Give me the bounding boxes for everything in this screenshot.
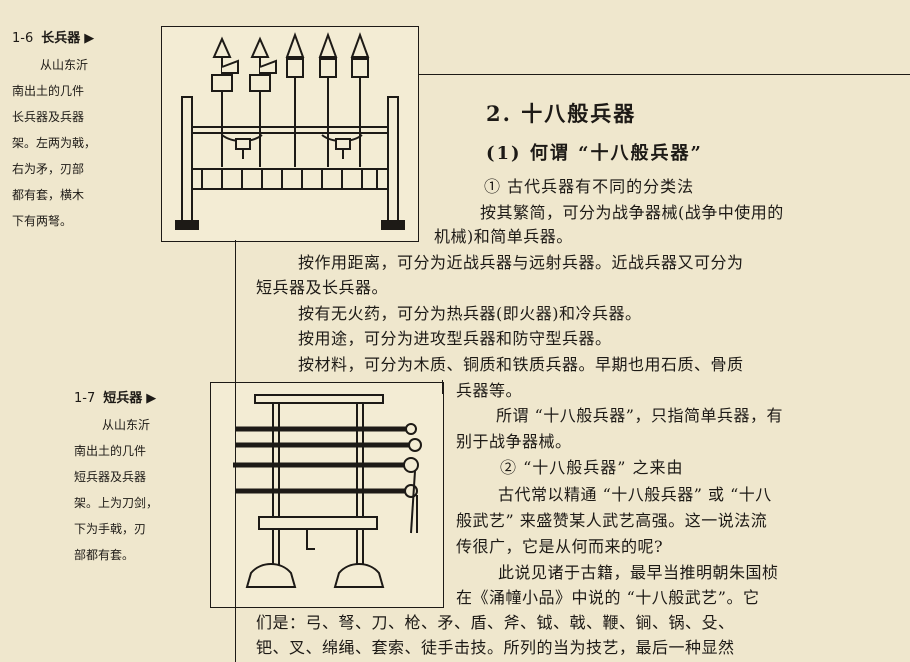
caption-line: 短兵器及兵器 xyxy=(74,470,147,484)
paragraph-line: 机械)和简单兵器。 xyxy=(434,227,573,246)
figure-1-7-number: 1-7 xyxy=(74,391,96,406)
paragraph-line: 所谓 “十八般兵器”，只指简单兵器，有 xyxy=(496,406,783,425)
caption-line: 从山东沂 xyxy=(102,418,151,432)
section-title: 2. 十八般兵器 xyxy=(486,101,637,126)
caption-line: 右为矛，刃部 xyxy=(12,162,85,176)
header-rule xyxy=(418,74,910,75)
figure-1-6-heading: 1-6 长兵器▶ xyxy=(12,26,142,52)
margin-rule xyxy=(235,240,236,662)
arrow-right-icon: ▶ xyxy=(84,31,95,46)
paragraph-line: 按材料，可分为木质、铜质和铁质兵器。早期也用石质、骨质 xyxy=(298,355,744,374)
sub-item-heading: ① 古代兵器有不同的分类法 xyxy=(484,177,695,196)
caption-line: 都有套，横木 xyxy=(12,188,85,202)
caption-line: 架。左两为戟， xyxy=(12,136,97,150)
caption-line: 下为手戟，刃 xyxy=(74,522,147,536)
paragraph-line: 按其繁简，可分为战争器械(战争中使用的 xyxy=(480,203,784,222)
paragraph-line: 兵器等。 xyxy=(456,381,523,400)
figure-1-6-title: 长兵器 xyxy=(41,31,81,46)
subsection-title: (1) 何谓 “十八般兵器” xyxy=(486,143,703,164)
paragraph-line: 们是：弓、弩、刀、枪、矛、盾、斧、钺、戟、鞭、锏、锅、殳、 xyxy=(256,613,735,632)
caption-line: 部都有套。 xyxy=(74,548,135,562)
figure-1-7-heading: 1-7 短兵器▶ xyxy=(74,386,190,412)
paragraph-line: 在《涌幢小品》中说的 “十八般武艺”。它 xyxy=(456,588,760,607)
long-weapons-rack-drawing xyxy=(175,32,405,230)
paragraph-line: 按有无火药，可分为热兵器(即火器)和冷兵器。 xyxy=(298,304,642,323)
short-weapons-rack-drawing xyxy=(233,394,422,588)
figure-1-6-number: 1-6 xyxy=(12,31,34,46)
paragraph-line: 别于战争器械。 xyxy=(456,432,572,451)
paragraph-line: 般武艺” 来盛赞某人武艺高强。这一说法流 xyxy=(456,511,768,530)
paragraph-line: 按作用距离，可分为近战兵器与远射兵器。近战兵器又可分为 xyxy=(298,253,744,272)
sub-item-heading: ② “十八般兵器” 之来由 xyxy=(500,458,684,477)
paragraph-line: 钯、叉、绵绳、套索、徒手击技。所列的当为技艺，最后一种显然 xyxy=(256,638,735,657)
figure-1-7-title: 短兵器 xyxy=(103,391,143,406)
figure-1-6-caption: 1-6 长兵器▶ 从山东沂 南出土的几件 长兵器及兵器 架。左两为戟， 右为矛，刃… xyxy=(12,26,142,234)
figure-1-7-caption: 1-7 短兵器▶ 从山东沂 南出土的几件 短兵器及兵器 架。上为刀剑， 下为手戟，… xyxy=(74,386,190,568)
caption-line: 长兵器及兵器 xyxy=(12,110,85,124)
caption-line: 南出土的几件 xyxy=(12,84,85,98)
paragraph-line: 传很广，它是从何而来的呢? xyxy=(456,537,664,556)
figure-1-6-description: 从山东沂 南出土的几件 长兵器及兵器 架。左两为戟， 右为矛，刃部 都有套，横木… xyxy=(12,52,142,234)
margin-rule-short xyxy=(442,380,443,394)
paragraph-line: 短兵器及长兵器。 xyxy=(256,278,389,297)
caption-line: 下有两弩。 xyxy=(12,214,73,228)
long-weapons-rack-illustration xyxy=(161,26,419,242)
caption-line: 南出土的几件 xyxy=(74,444,147,458)
caption-line: 从山东沂 xyxy=(40,58,89,72)
short-weapons-rack-illustration xyxy=(210,382,444,608)
paragraph-line: 此说见诸于古籍，最早当推明朝朱国桢 xyxy=(498,563,779,582)
caption-line: 架。上为刀剑， xyxy=(74,496,159,510)
arrow-right-icon: ▶ xyxy=(146,391,157,406)
paragraph-line: 古代常以精通 “十八般兵器” 或 “十八 xyxy=(498,485,772,504)
figure-1-7-description: 从山东沂 南出土的几件 短兵器及兵器 架。上为刀剑， 下为手戟，刃 部都有套。 xyxy=(74,412,190,568)
paragraph-line: 按用途，可分为进攻型兵器和防守型兵器。 xyxy=(298,329,612,348)
